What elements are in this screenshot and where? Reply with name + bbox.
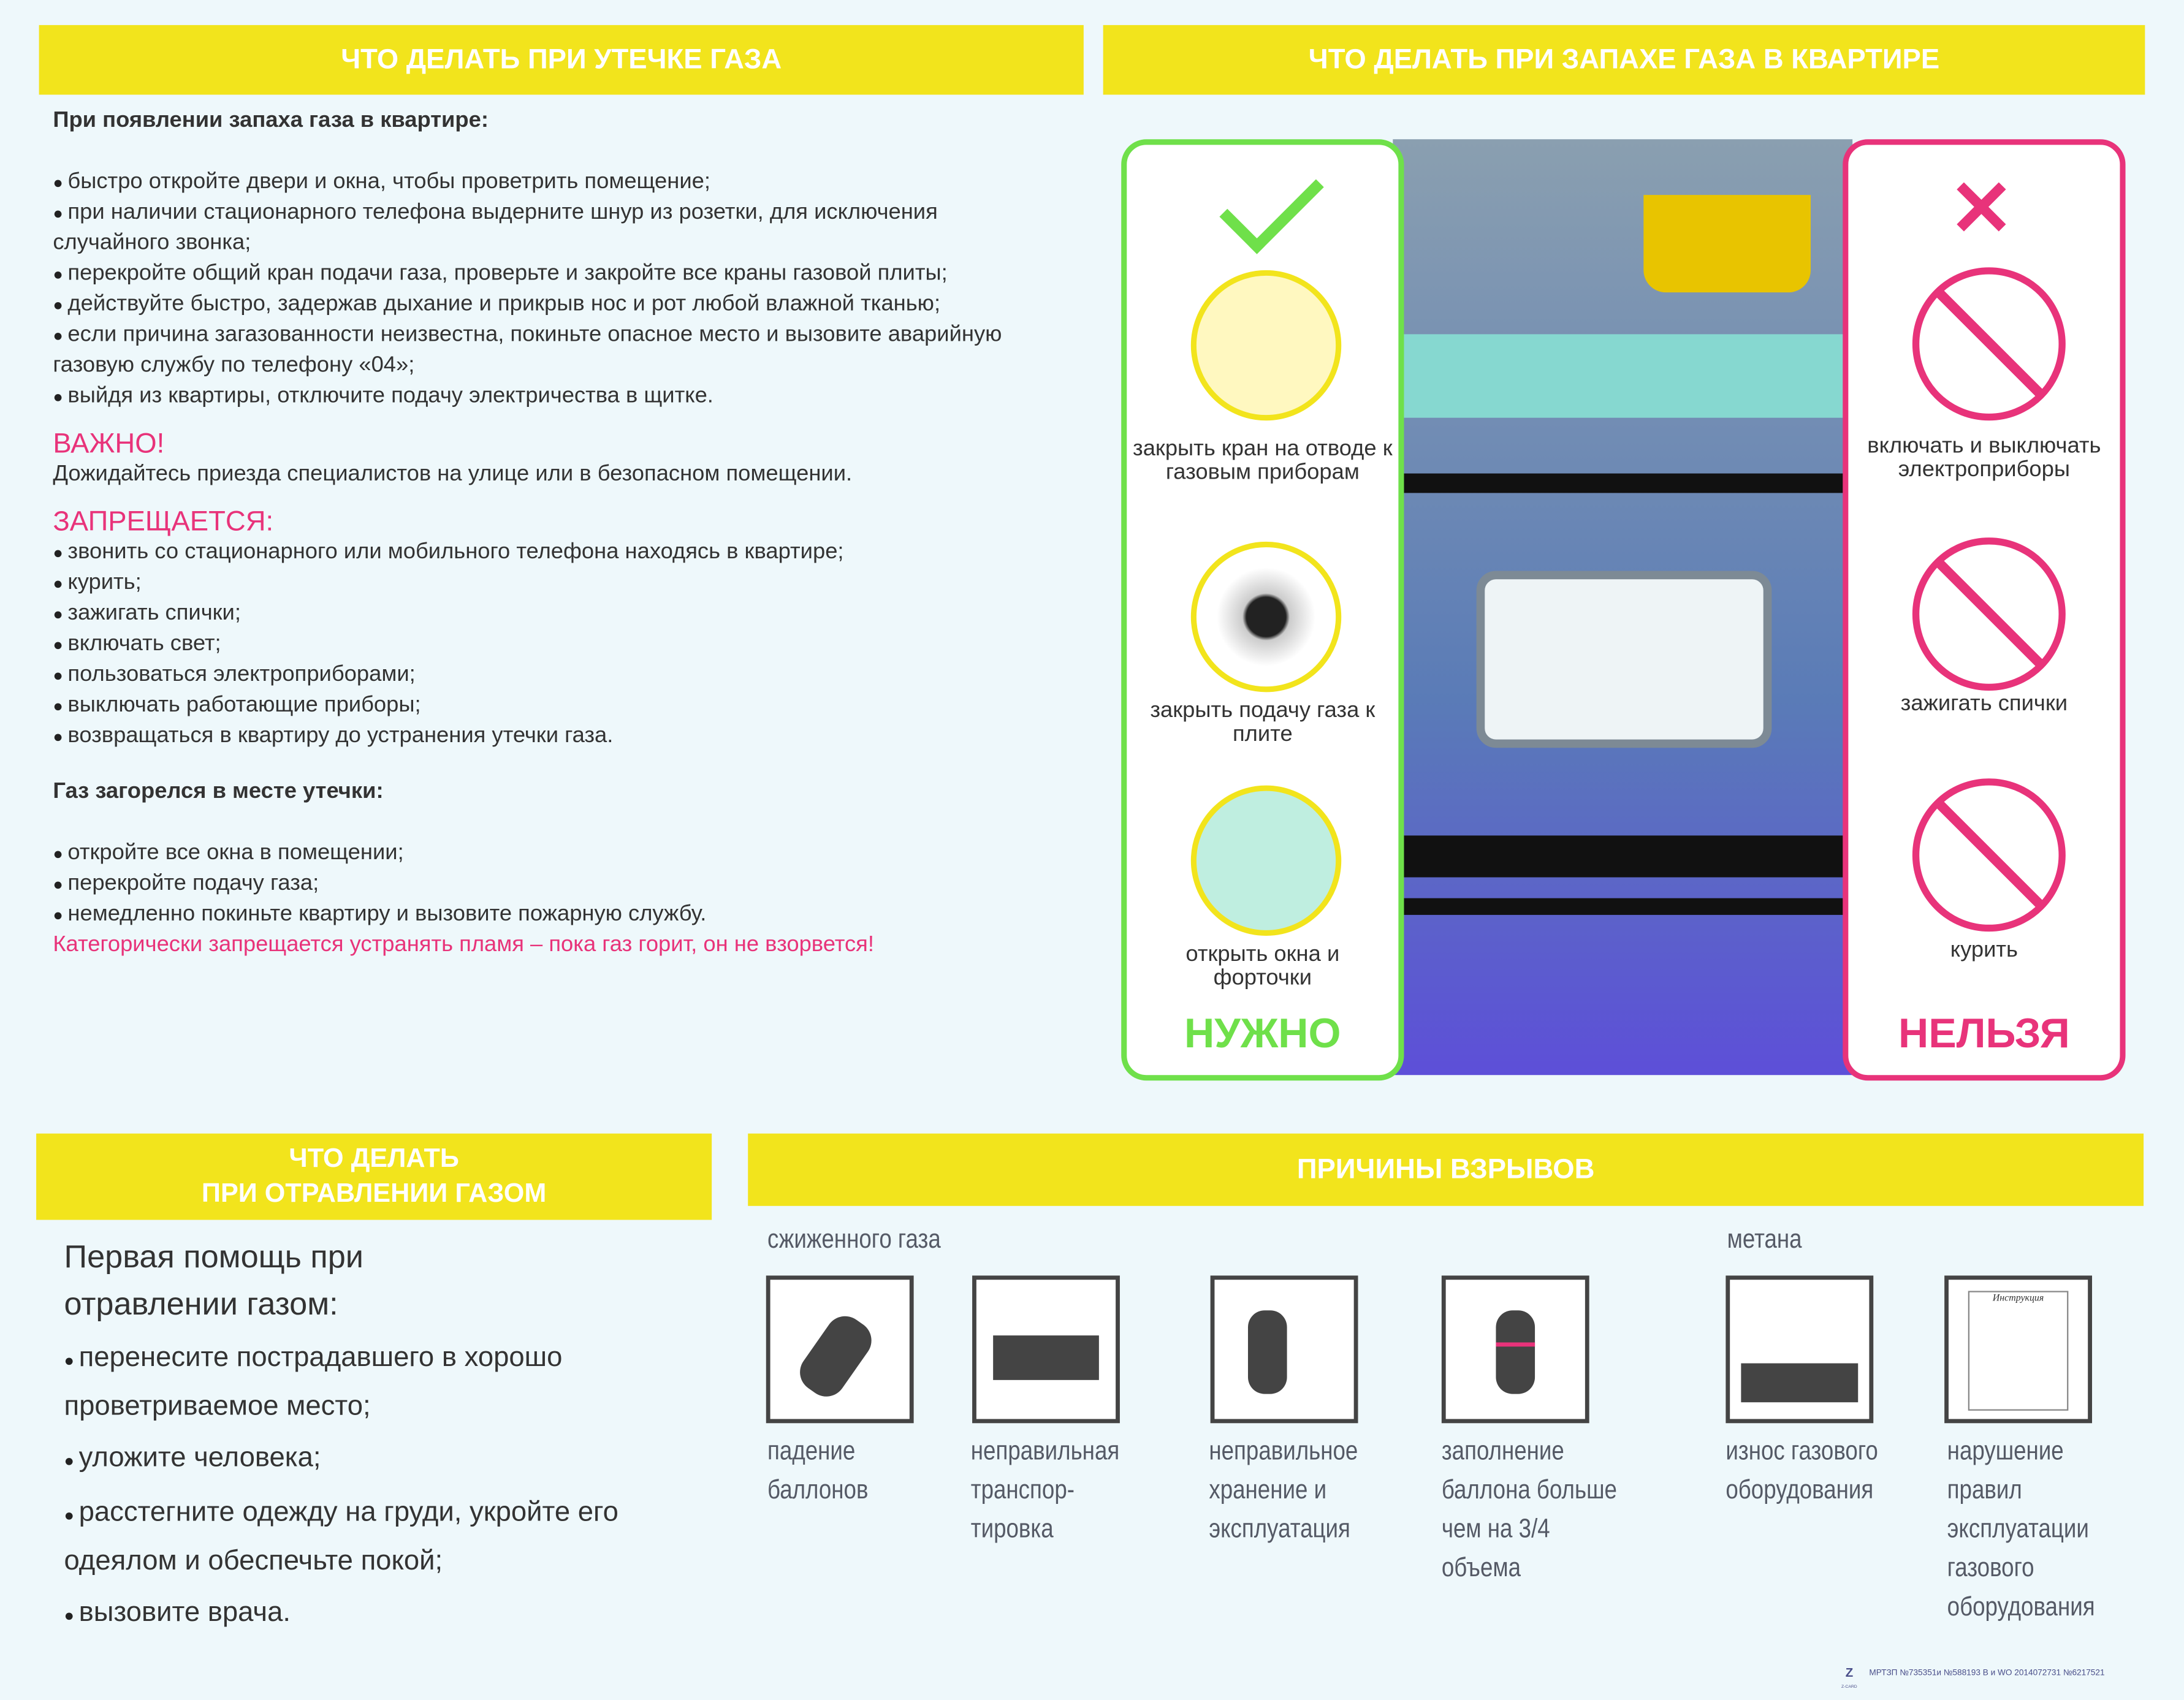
forbidden-label: ЗАПРЕЩАЕТСЯ:	[53, 507, 274, 538]
instruction-document-icon: Инструкция	[1944, 1275, 2092, 1424]
dont-panel: ✕ включать и выключать электроприборы за…	[1843, 139, 2126, 1081]
list-item: перекройте общий кран подачи газа, прове…	[53, 259, 1056, 290]
list-item: перенесите пострадавшего в хорошо провет…	[64, 1335, 691, 1430]
list-item: если причина загазованности неизвестна, …	[53, 321, 1056, 382]
list-item: пользоваться электроприборами;	[53, 660, 1056, 691]
list-item: действуйте быстро, задержав дыхание и пр…	[53, 290, 1056, 321]
important-label: ВАЖНО!	[53, 428, 165, 460]
cause-6: нарушение правил эксплуатации газового о…	[1947, 1437, 2095, 1623]
overfilled-cylinder-icon	[1441, 1275, 1589, 1424]
dont-caption-1: включать и выключать электроприборы	[1867, 434, 2101, 482]
stove-illustration	[1393, 139, 1853, 1076]
list-item: возвращаться в квартиру до устранения ут…	[53, 721, 1056, 752]
poison-heading: Первая помощь при отравлении газом:	[64, 1238, 363, 1322]
list-item: немедленно покиньте квартиру и вызовите …	[53, 900, 1056, 930]
important-text: Дожидайтесь приезда специалистов на улиц…	[53, 462, 853, 487]
list-item: звонить со стационарного или мобильного …	[53, 537, 1056, 568]
pot-icon	[1643, 195, 1811, 293]
stove-knob-icon	[1190, 541, 1342, 693]
list-item: включать свет;	[53, 629, 1056, 660]
poison-title-line1: ЧТО ДЕЛАТЬ	[289, 1144, 459, 1174]
list-item: выйдя из квартиры, отключите подачу элек…	[53, 382, 1056, 412]
truck-transport-icon	[972, 1275, 1120, 1424]
smell-title: ЧТО ДЕЛАТЬ ПРИ ЗАПАХЕ ГАЗА В КВАРТИРЕ	[1103, 25, 2145, 95]
poison-title-line2: ПРИ ОТРАВЛЕНИИ ГАЗОМ	[201, 1179, 547, 1209]
gas-valve-icon	[1190, 270, 1342, 421]
list-item: уложите человека;	[64, 1436, 691, 1485]
poison-content: Первая помощь при отравлении газом: пере…	[64, 1232, 691, 1645]
list-item: перекройте подачу газа;	[53, 869, 1056, 900]
fire-warning: Категорически запрещается устранять плам…	[53, 933, 874, 957]
zcard-logo-text: Z-CARD	[1841, 1683, 1857, 1690]
list-item: быстро откройте двери и окна, чтобы пров…	[53, 167, 1056, 198]
group-methane-label: метана	[1727, 1225, 1802, 1255]
checkmark-icon	[1219, 150, 1324, 254]
cause-2: неправильная транспор-тировка	[970, 1437, 1120, 1544]
list-item: выключать работающие приборы;	[53, 691, 1056, 721]
do-caption-3: открыть окна и форточки	[1185, 943, 1340, 990]
do-caption-1: закрыть кран на отводе к газовым прибора…	[1133, 437, 1393, 485]
falling-cylinder-icon	[766, 1275, 914, 1424]
dont-caption-3: курить	[1950, 938, 2018, 963]
dont-label: НЕЛЬЗЯ	[1898, 1011, 2070, 1057]
leak-subtitle: При появлении запаха газа в квартире:	[53, 108, 489, 132]
dont-caption-2: зажигать спички	[1900, 692, 2068, 716]
list-item: расстегните одежду на груди, укройте его…	[64, 1490, 691, 1585]
poison-title: ЧТО ДЕЛАТЬ ПРИ ОТРАВЛЕНИИ ГАЗОМ	[36, 1133, 712, 1220]
leak-content: При появлении запаха газа в квартире: бы…	[53, 106, 1056, 961]
list-item: курить;	[53, 568, 1056, 599]
worn-equipment-icon	[1726, 1275, 1874, 1424]
list-item: вызовите врача.	[64, 1590, 691, 1639]
leak-title: ЧТО ДЕЛАТЬ ПРИ УТЕЧКЕ ГАЗА	[39, 25, 1084, 95]
no-plug-icon	[1912, 267, 2066, 421]
do-caption-2: закрыть подачу газа к плите	[1150, 699, 1375, 746]
cause-3: неправильное хранение и эксплуатация	[1209, 1437, 1358, 1544]
storage-cylinder-icon	[1210, 1275, 1358, 1424]
cause-5: износ газового оборудования	[1726, 1437, 1878, 1506]
group-lpg-label: сжиженного газа	[767, 1225, 941, 1255]
patent-text: МРТЗП №735351и №588193 В и WO 2014072731…	[1869, 1669, 2105, 1679]
list-item: при наличии стационарного телефона выдер…	[53, 198, 1056, 259]
cause-4: заполнение баллона больше чем на 3/4 объ…	[1441, 1437, 1617, 1584]
list-item: зажигать спички;	[53, 599, 1056, 629]
zcard-logo: Z	[1845, 1665, 1854, 1680]
do-label: НУЖНО	[1184, 1011, 1341, 1057]
cross-icon: ✕	[1948, 164, 2014, 252]
do-panel: закрыть кран на отводе к газовым прибора…	[1121, 139, 1404, 1081]
window-icon	[1190, 785, 1342, 936]
list-item: откройте все окна в помещении;	[53, 838, 1056, 869]
fire-title: Газ загорелся в месте утечки:	[53, 780, 384, 804]
cause-1: падение баллонов	[767, 1437, 869, 1506]
explosions-title: ПРИЧИНЫ ВЗРЫВОВ	[748, 1133, 2144, 1206]
no-matches-icon	[1912, 537, 2066, 691]
no-smoking-icon	[1912, 778, 2066, 932]
